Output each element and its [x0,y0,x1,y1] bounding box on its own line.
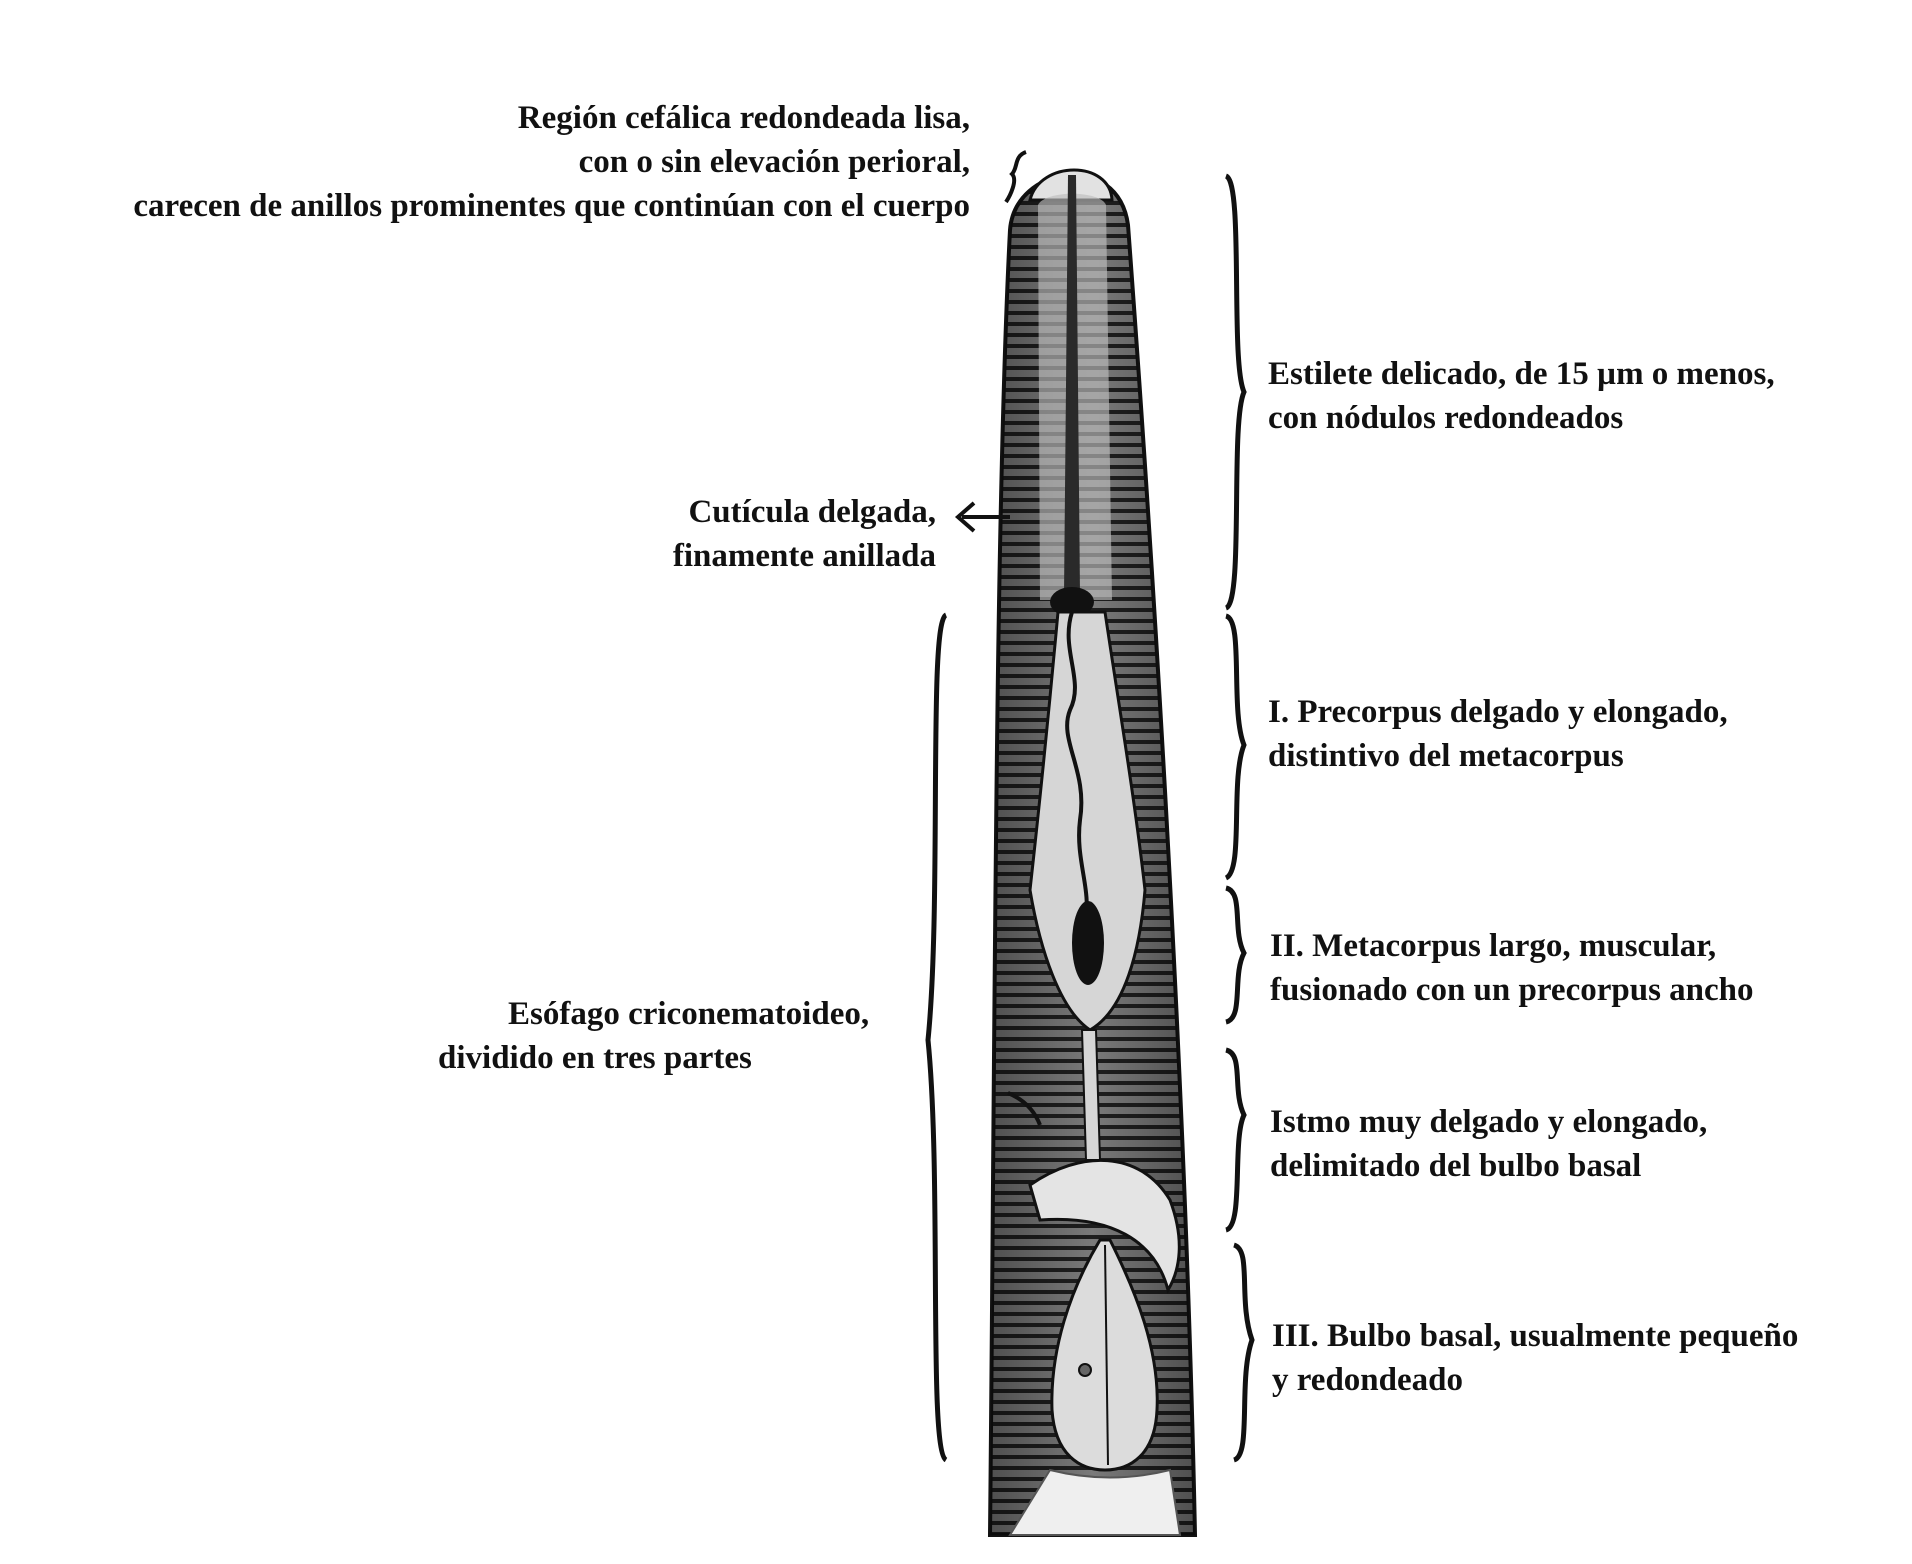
cuticle-arrow-head [954,501,976,533]
label-basal-bulb-line-1: III. Bulbo basal, usualmente pequeño [1272,1318,1799,1354]
label-cuticle-line-2: finamente anillada [672,538,936,574]
label-basal-bulb: III. Bulbo basal, usualmente pequeño y r… [1272,1314,1798,1402]
label-cephalic-region: Región cefálica redondeada lisa, con o s… [133,96,970,228]
intestine [1008,1468,1182,1536]
esophageal-lumen [1065,611,1089,921]
label-isthmus: Istmo muy delgado y elongado, delimitado… [1270,1100,1707,1188]
label-basal-bulb-line-2: y redondeado [1272,1362,1464,1398]
label-cuticle: Cutícula delgada, finamente anillada [673,490,936,578]
bulb-nucleus [1078,1363,1092,1377]
label-stylet-line-1: Estilete delicado, de 15 µm o menos, [1268,356,1775,392]
curved-structure [1028,1158,1181,1294]
label-isthmus-line-1: Istmo muy delgado y elongado, [1270,1104,1708,1140]
stylet [1064,175,1080,595]
label-esophagus-line-2: dividido en tres partes [438,1040,752,1076]
brace-precorpus [1224,613,1247,881]
label-esophagus-line-1: Esófago criconematoideo, [508,996,870,1032]
label-precorpus-line-1: I. Precorpus delgado y elongado, [1268,694,1728,730]
label-cephalic-line-3: carecen de anillos prominentes que conti… [133,188,970,224]
stylet-knobs [1050,587,1094,617]
isthmus [1080,1029,1102,1161]
basal-bulb [1050,1238,1159,1472]
label-metacorpus: II. Metacorpus largo, muscular, fusionad… [1270,924,1754,1012]
label-esophagus: Esófago criconematoideo, dividido en tre… [438,992,869,1080]
cephalic-brace [1004,150,1027,204]
brace-stylet [1224,173,1247,611]
brace-basal-bulb [1232,1242,1255,1463]
label-isthmus-line-2: delimitado del bulbo basal [1270,1148,1642,1184]
label-cephalic-line-1: Región cefálica redondeada lisa, [517,100,970,136]
brace-isthmus [1224,1047,1247,1233]
metacorpus-valve [1072,901,1104,985]
isthmus-pointer [1007,1091,1042,1126]
label-stylet: Estilete delicado, de 15 µm o menos, con… [1268,352,1775,440]
label-cephalic-line-2: con o sin elevación perioral, [578,144,970,180]
label-metacorpus-line-1: II. Metacorpus largo, muscular, [1270,928,1717,964]
bulb-lumen [1104,1244,1109,1466]
brace-metacorpus [1224,885,1247,1025]
label-stylet-line-2: con nódulos redondeados [1268,400,1624,436]
label-precorpus: I. Precorpus delgado y elongado, distint… [1268,690,1728,778]
brace-esophagus [925,612,948,1463]
label-precorpus-line-2: distintivo del metacorpus [1268,738,1624,774]
label-cuticle-line-1: Cutícula delgada, [688,494,936,530]
label-metacorpus-line-2: fusionado con un precorpus ancho [1270,972,1754,1008]
